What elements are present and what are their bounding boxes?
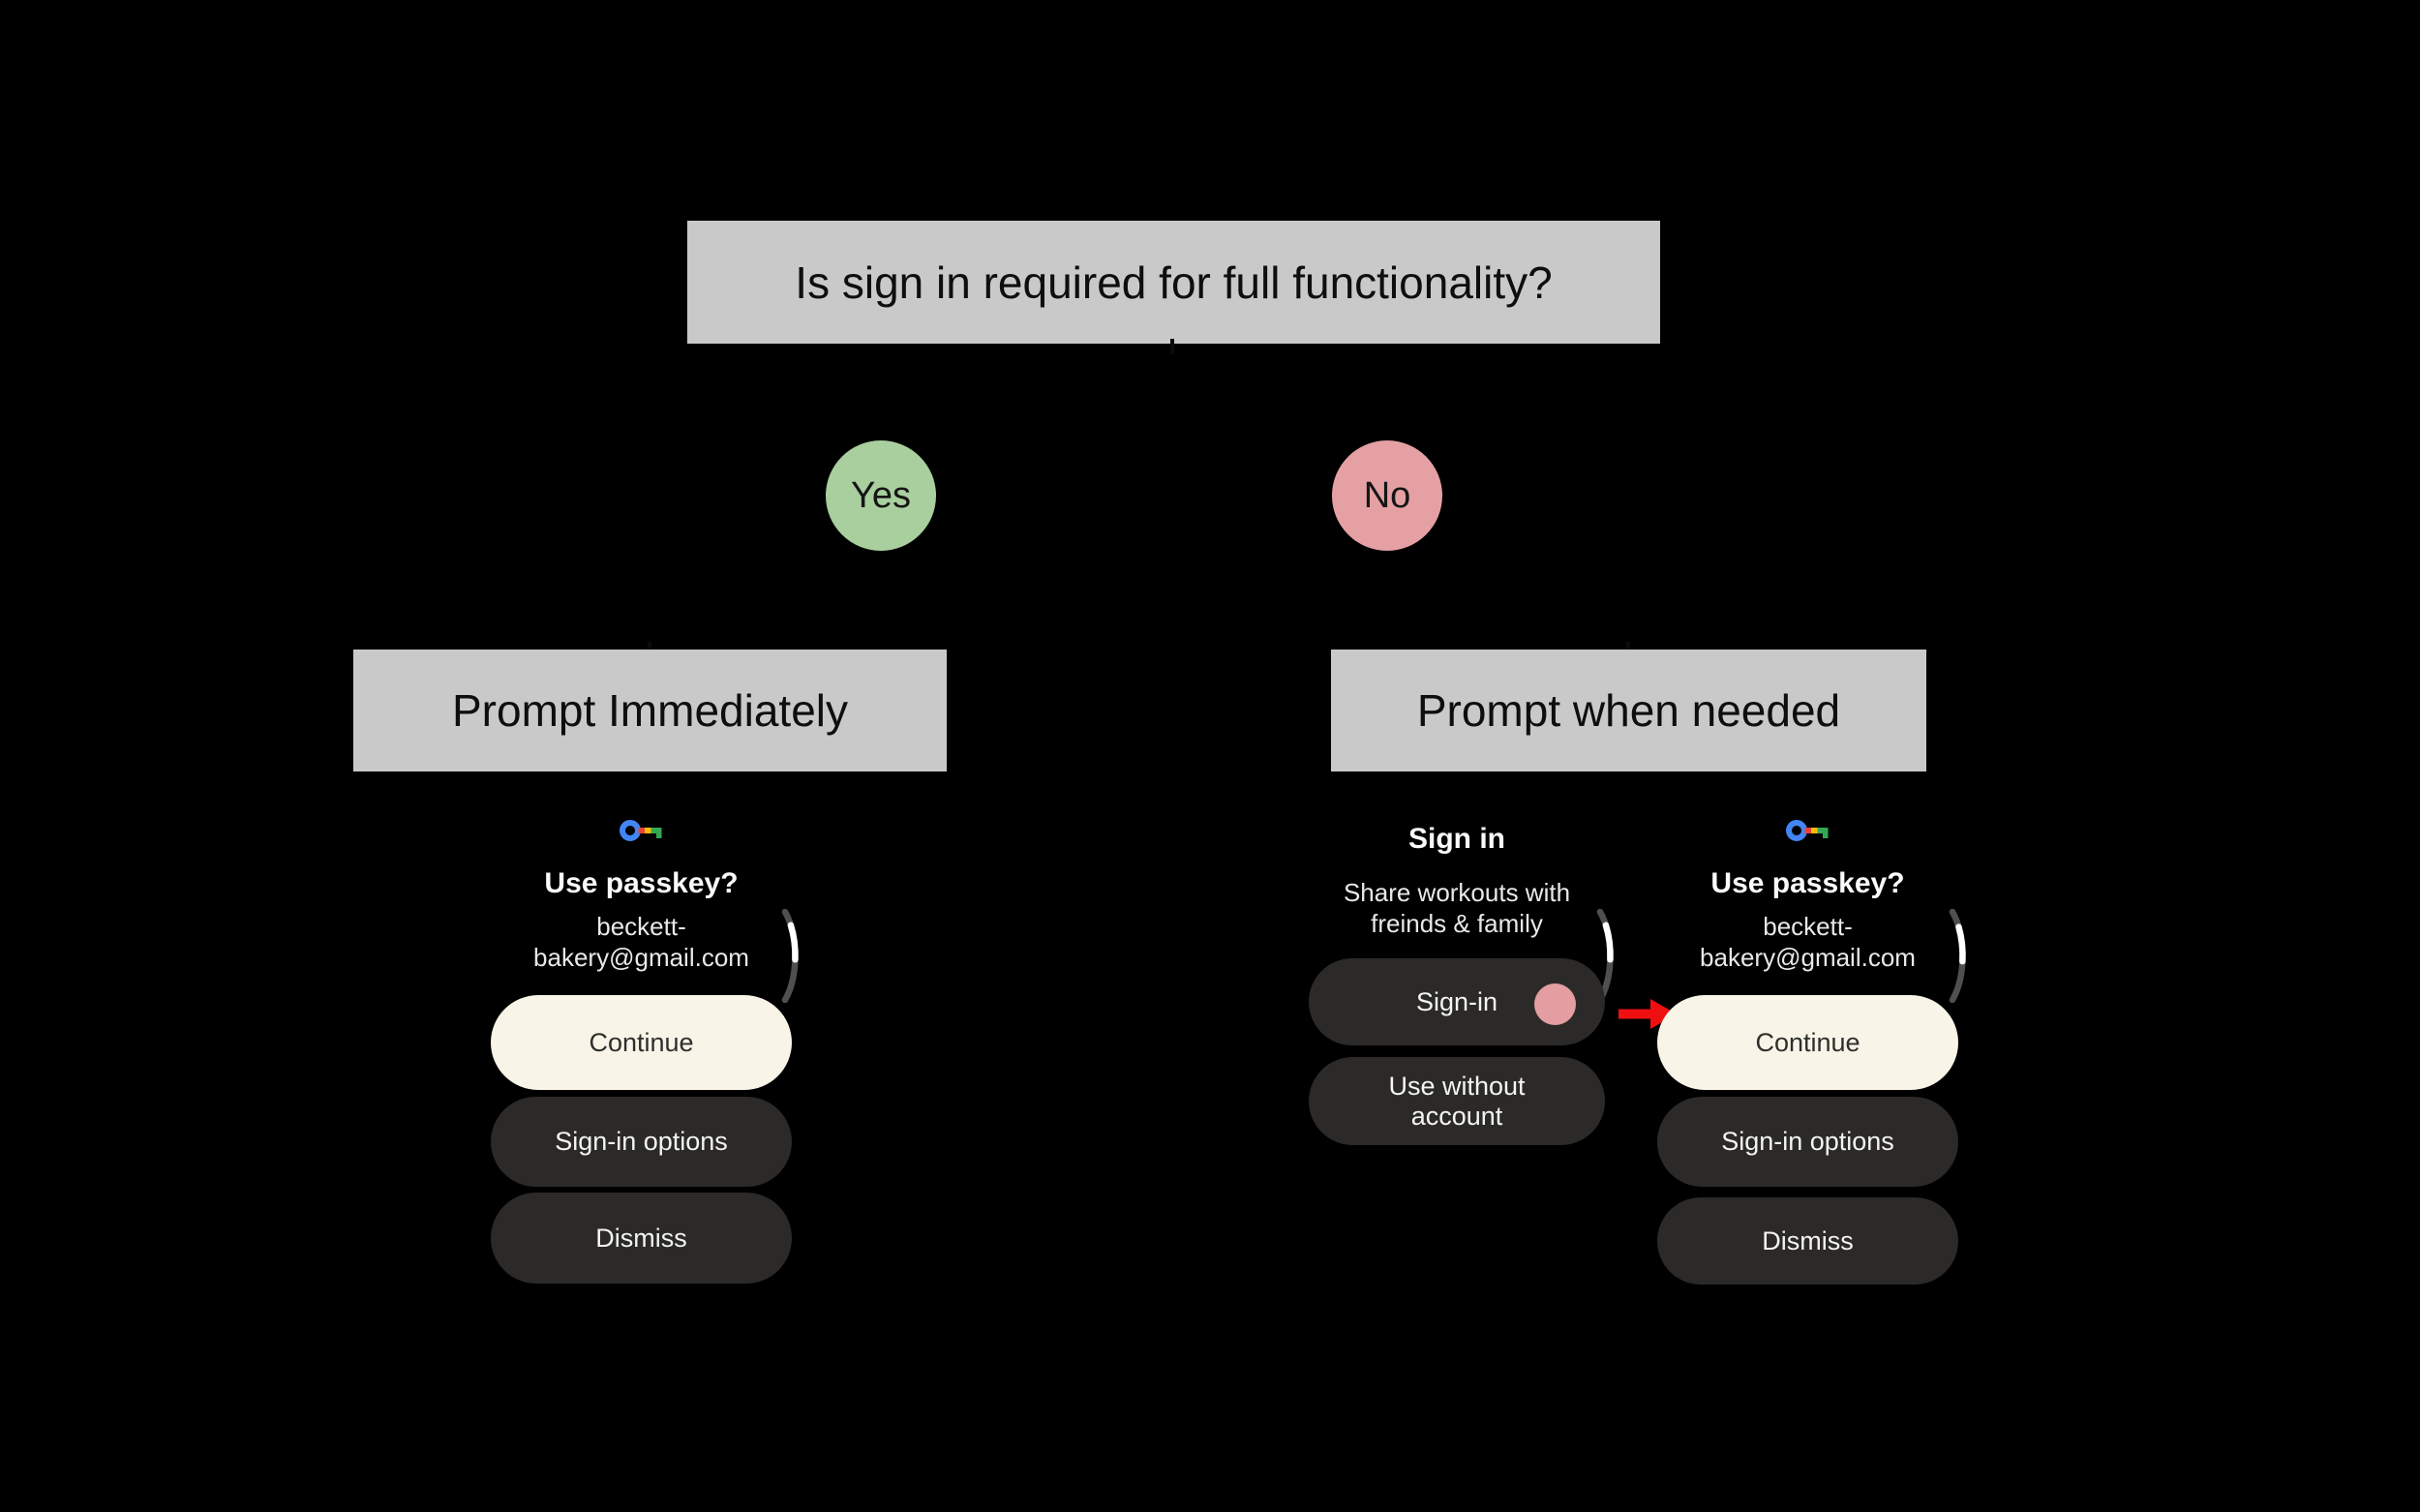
- passkey-email-line1: beckett-: [1763, 912, 1853, 941]
- continue-label: Continue: [589, 1027, 694, 1057]
- passkey-key-icon: [1786, 820, 1829, 841]
- passkey-title: Use passkey?: [544, 867, 739, 899]
- scroll-indicator: [781, 909, 799, 1003]
- continue-button[interactable]: Continue: [491, 995, 792, 1090]
- passkey-title: Use passkey?: [1710, 867, 1905, 899]
- scroll-indicator: [1949, 909, 1966, 1003]
- yes-node: Yes: [826, 440, 936, 551]
- passkey-email-line2: bakery@gmail.com: [1700, 943, 1916, 972]
- connector-stub-left: [648, 642, 651, 655]
- signin-subtitle-line1: Share workouts with: [1343, 878, 1571, 907]
- no-node: No: [1332, 440, 1442, 551]
- passkey-email: beckett- bakery@gmail.com: [1638, 911, 1978, 973]
- use-without-account-line2: account: [1410, 1101, 1503, 1131]
- continue-button[interactable]: Continue: [1657, 995, 1958, 1090]
- question-box: Is sign in required for full functionali…: [687, 221, 1660, 344]
- signin-button-label: Sign-in: [1415, 986, 1498, 1016]
- use-without-account-button[interactable]: Use without account: [1309, 1057, 1605, 1145]
- signin-options-label: Sign-in options: [1721, 1127, 1894, 1156]
- no-label: No: [1363, 474, 1411, 516]
- signin-options-button[interactable]: Sign-in options: [1657, 1097, 1958, 1187]
- signin-options-button[interactable]: Sign-in options: [491, 1097, 792, 1187]
- yes-label: Yes: [851, 474, 911, 516]
- dismiss-label: Dismiss: [1762, 1225, 1854, 1255]
- signin-options-label: Sign-in options: [555, 1127, 728, 1156]
- signin-screen-title: Sign in: [1408, 823, 1505, 855]
- use-without-account-line1: Use without: [1388, 1071, 1526, 1101]
- passkey-email-line1: beckett-: [596, 912, 686, 941]
- dismiss-label: Dismiss: [595, 1223, 687, 1253]
- prompt-when-needed-label: Prompt when needed: [1416, 685, 1841, 736]
- dismiss-button[interactable]: Dismiss: [1657, 1197, 1958, 1285]
- passkey-key-icon: [620, 820, 662, 841]
- continue-label: Continue: [1755, 1027, 1860, 1057]
- prompt-immediately-box: Prompt Immediately: [353, 650, 947, 771]
- dismiss-button[interactable]: Dismiss: [491, 1193, 792, 1284]
- signin-screen-subtitle: Share workouts with freinds & family: [1287, 877, 1626, 939]
- signin-subtitle-line2: freinds & family: [1371, 909, 1543, 938]
- connector-stub-right: [1626, 642, 1630, 655]
- passkey-email-line2: bakery@gmail.com: [533, 943, 749, 972]
- prompt-immediately-label: Prompt Immediately: [451, 685, 848, 736]
- passkey-email: beckett- bakery@gmail.com: [471, 911, 811, 973]
- question-text: Is sign in required for full functionali…: [795, 257, 1553, 308]
- connector-stub-question: [1170, 339, 1174, 354]
- prompt-when-needed-box: Prompt when needed: [1331, 650, 1926, 771]
- red-arrow-icon: [1618, 999, 1677, 1029]
- tap-indicator: [1534, 983, 1576, 1025]
